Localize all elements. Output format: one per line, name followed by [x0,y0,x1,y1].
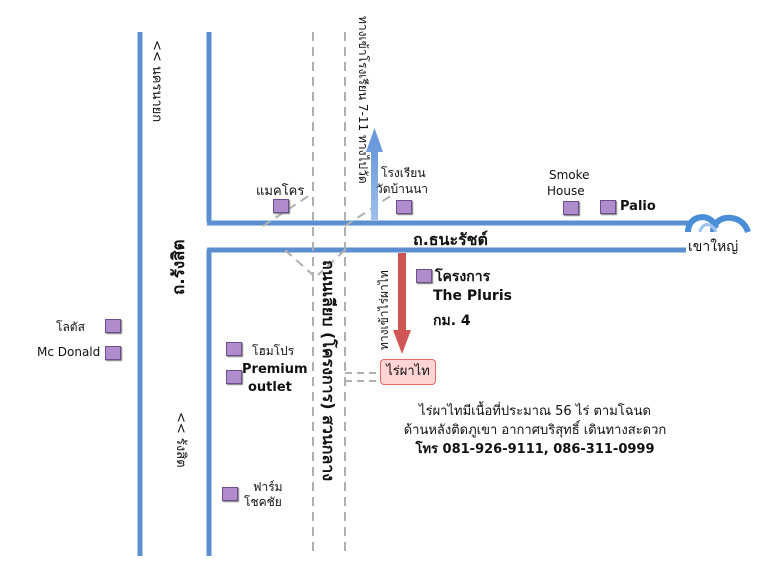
smoke-house-label-1: Smoke [549,168,590,182]
premium-outlet-label-1: Premium [242,362,308,377]
mcdonald-icon [105,346,121,360]
palio-label: Palio [620,199,656,214]
palio-icon [600,200,616,214]
road-thanarat-label: ถ.ธนะรัชต์ [413,230,488,249]
lotus-icon [105,319,121,333]
down-arrow-icon [393,330,411,354]
description-line-1: ไร่ผาไทมีเนื้อที่ประมาณ 56 ไร่ ตามโฉนด [419,404,651,419]
khao-yai-label: เขาใหญ่ [686,236,741,258]
up-arrow-shaft [371,150,378,220]
homepro-label: โฮมโปร [252,344,295,358]
smoke-house-label-2: House [547,184,585,198]
road-rangsit-label: ถ.รังสิต [169,239,189,295]
school-label-1: โรงเรียน [381,166,426,180]
pluris-icon [416,269,432,283]
premium-outlet-label-2: outlet [248,380,292,395]
makro-icon [273,199,289,213]
smoke-house-icon [563,201,579,215]
farm-label-2: โชคชัย [244,495,282,509]
description-line-2: ด้านหลังติดภูเขา อากาศบริสุทธิ์ เดินทางส… [403,423,667,438]
road-left-bottom-label: << รังสิต [173,412,188,468]
soi-top-label: ทางเข้าโรงเรียน 7-11 ทางไปวัด [356,16,370,184]
road-dashed-label: ถนนเลียบ (โครงการ) สวนกลาง [319,260,338,482]
farm-chokchai-icon [222,487,238,501]
makro-label: แมคโคร [256,184,305,199]
lotus-label: โลตัส [56,320,85,334]
dashed-diag-sw [284,249,314,276]
pluris-label-3: กม. 4 [433,313,471,329]
soi-bottom-label: ทางเข้าไร่ผาไท [377,270,391,350]
destination-description: ไร่ผาไทมีเนื้อที่ประมาณ 56 ไร่ ตามโฉนด ด… [380,402,690,459]
destination-marker: ไร่ผาไท [380,359,436,385]
description-phone: โทร 081-926-9111, 086-311-0999 [415,442,655,457]
mountain-cloud-icon [685,214,751,234]
dashed-diag-ne [344,192,396,227]
school-icon [396,200,412,214]
premium-outlet-icon [226,370,242,384]
road-left-top-label: << นครนายก [149,40,164,123]
homepro-icon [226,342,242,356]
down-arrow-shaft [398,253,406,333]
pluris-label-1: โครงการ [435,269,491,285]
dashed-diag-nw [262,192,314,227]
dashed-diag-se [317,249,346,276]
school-label-2: วัดบ้านนา [376,182,429,196]
up-arrow-icon [366,128,383,152]
mcdonald-label: Mc Donald [37,345,101,359]
farm-label-1: ฟาร์ม [253,480,283,494]
pluris-label-2: The Pluris [433,288,512,304]
